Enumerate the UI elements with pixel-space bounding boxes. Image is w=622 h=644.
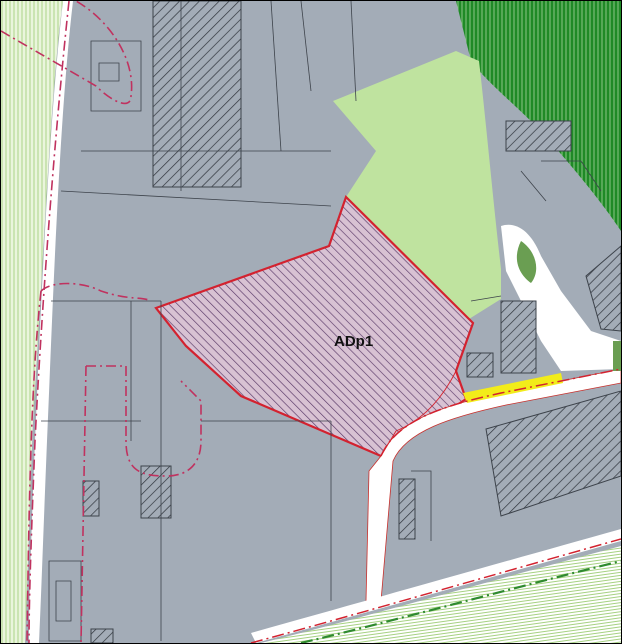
hatched-building [505, 120, 572, 152]
hatched-building [398, 478, 416, 540]
green-island [516, 241, 537, 283]
green-boundary-line [300, 559, 621, 643]
hatched-building [152, 1, 242, 188]
zone-boundary-thin [380, 370, 457, 457]
green-patch-east [613, 341, 621, 371]
road-west [29, 1, 73, 643]
meadow-area [333, 51, 501, 319]
hatched-building [500, 300, 537, 374]
farmland-strip-west [1, 1, 63, 643]
dark-forest-area [456, 1, 621, 231]
farmland-strip-south [261, 546, 621, 643]
zone-label-adp1: ADp1 [334, 333, 373, 350]
hatched-building [466, 352, 494, 378]
parcel-outlines [41, 1, 602, 642]
hatched-building [90, 628, 114, 643]
zone-adp1[interactable] [154, 194, 475, 458]
road-south [251, 529, 621, 643]
hatched-building [82, 480, 100, 517]
hatched-building [585, 245, 621, 332]
hatched-building [485, 390, 621, 517]
boundary-lines [1, 1, 202, 643]
hatched-building [140, 465, 172, 519]
